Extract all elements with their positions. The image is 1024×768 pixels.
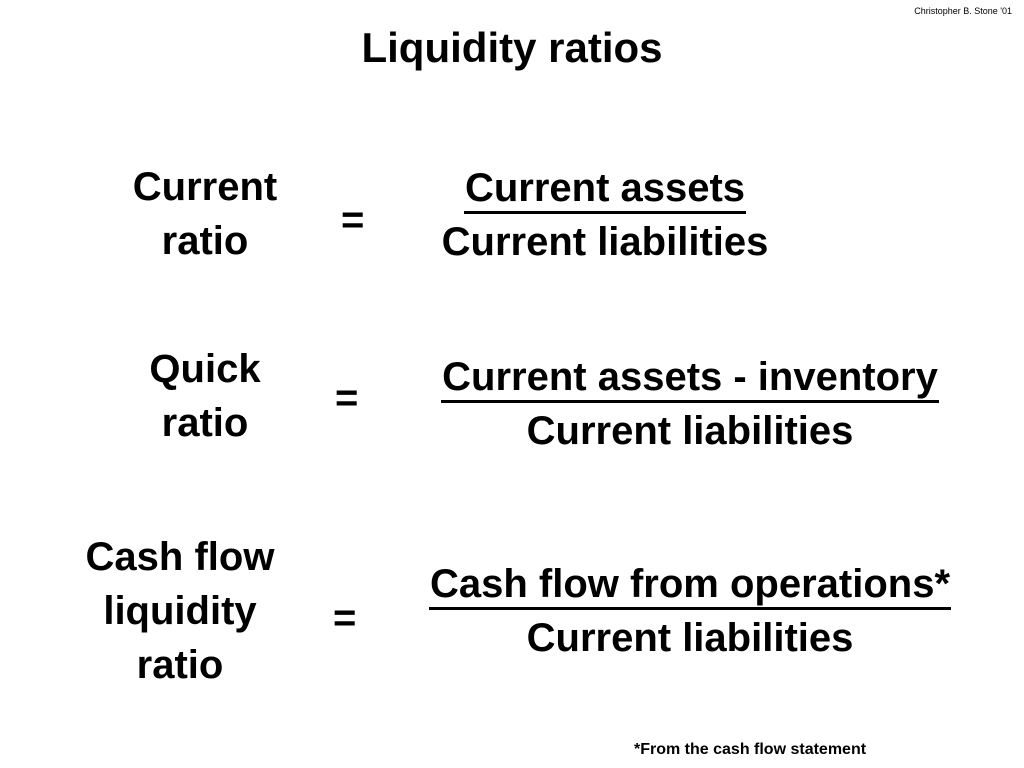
quick-ratio-label-line: ratio [161, 401, 249, 445]
footnote: *From the cash flow statement [634, 741, 867, 758]
cash-flow-liquidity-ratio-denominator: Current liabilities [526, 616, 854, 660]
quick-ratio-denominator: Current liabilities [526, 409, 854, 453]
current-ratio-denominator: Current liabilities [441, 220, 769, 264]
cash-flow-liquidity-ratio-formula: Cash flow from operations* Current liabi… [380, 560, 1000, 662]
current-ratio-label-line: Current [132, 165, 278, 209]
current-ratio-label: Current ratio [100, 160, 310, 268]
current-ratio-formula: Current assets Current liabilities [390, 164, 820, 266]
slide-title: Liquidity ratios [361, 24, 663, 71]
quick-ratio-equals: = [335, 376, 359, 420]
cash-flow-liquidity-ratio-label-line: Cash flow [85, 535, 275, 579]
cash-flow-liquidity-ratio-equals: = [333, 596, 357, 640]
quick-ratio-numerator: Current assets - inventory [441, 354, 939, 403]
cash-flow-liquidity-ratio-label-line: ratio [136, 643, 224, 687]
quick-ratio-label-line: Quick [149, 347, 261, 391]
current-ratio-label-line: ratio [161, 219, 249, 263]
quick-ratio-formula: Current assets - inventory Current liabi… [395, 353, 985, 455]
cash-flow-liquidity-ratio-numerator: Cash flow from operations* [428, 561, 952, 610]
cash-flow-liquidity-ratio-label: Cash flow liquidity ratio [60, 530, 300, 692]
current-ratio-numerator: Current assets [463, 165, 747, 214]
cash-flow-liquidity-ratio-label-line: liquidity [103, 589, 257, 633]
current-ratio-equals: = [341, 198, 365, 242]
author-credit: Christopher B. Stone '01 [914, 6, 1012, 16]
quick-ratio-label: Quick ratio [100, 342, 310, 450]
